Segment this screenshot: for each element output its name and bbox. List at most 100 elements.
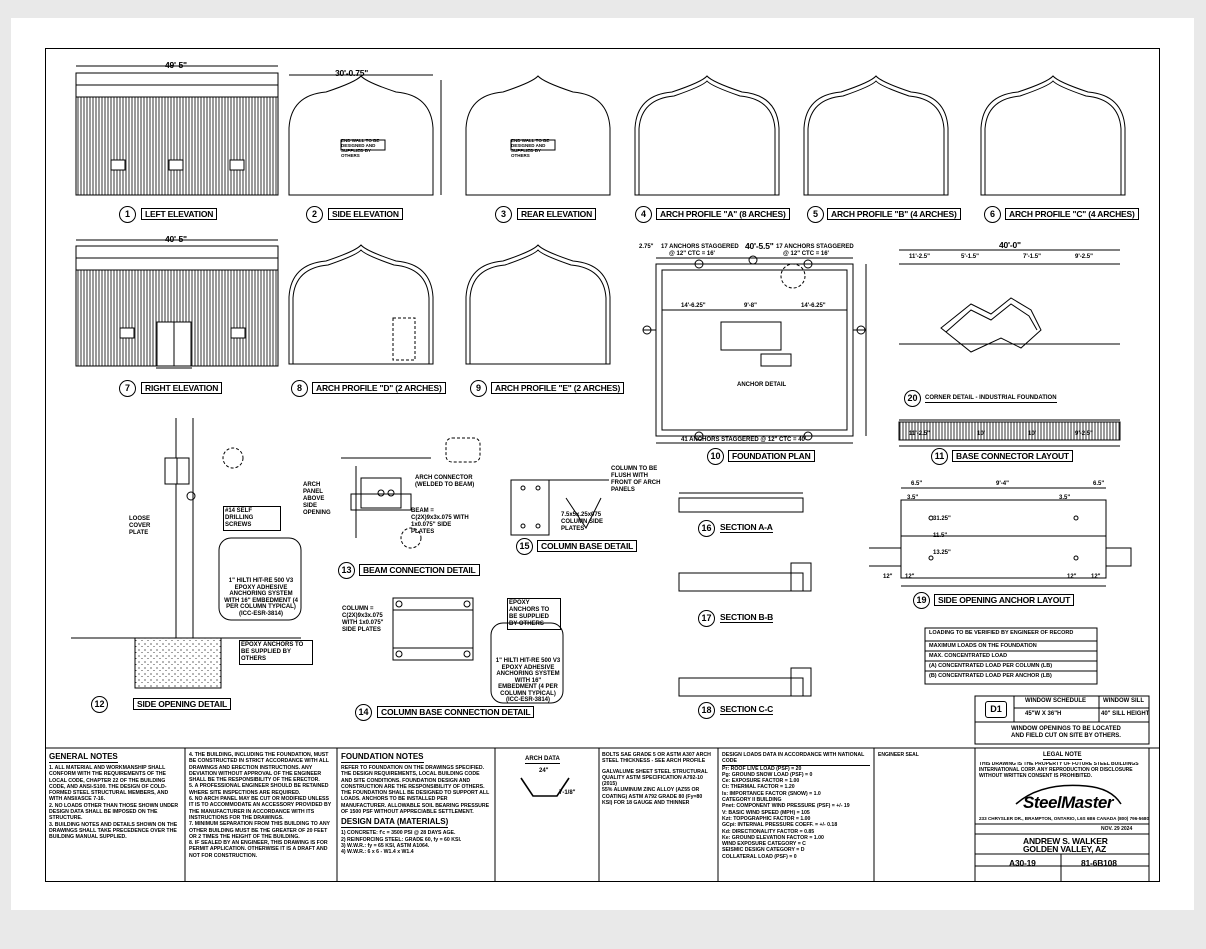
general-note-2: 2. NO LOADS OTHER THAN THOSE SHOWN UNDER… xyxy=(49,802,179,822)
anchor-table-r2: MAX. CONCENTRATED LOAD xyxy=(929,653,1008,659)
view-title-arch-profile-b: ARCH PROFILE "B" (4 ARCHES) xyxy=(827,208,961,220)
view-title-arch-profile-d: ARCH PROFILE "D" (2 ARCHES) xyxy=(312,382,446,394)
customer-location: GOLDEN VALLEY, AZ xyxy=(1023,844,1107,854)
load-9: Kzt: TOPOGRAPHIC FACTOR = 1.00 xyxy=(722,815,811,822)
drawing-sheet: 49'-5" 30'-0.75" 40'-5" 40'-5.5" 40'-0" … xyxy=(11,18,1194,910)
foundation-edge: 2.75" xyxy=(639,244,654,250)
load-14: SEISMIC DESIGN CATEGORY = D xyxy=(722,847,805,854)
view-number-10: 10 xyxy=(707,448,724,465)
view-title-beam-connection-detail: BEAM CONNECTION DETAIL xyxy=(359,564,480,576)
view-title-section-b: SECTION B-B xyxy=(720,612,774,623)
callout-column-flush: COLUMN TO BE FLUSH WITH FRONT OF ARCH PA… xyxy=(611,466,661,493)
window-size: 45"W X 36"H xyxy=(1025,711,1062,717)
bc-bottom-3: 10' xyxy=(1028,431,1037,437)
callout-beam: BEAM = C(2X)9x3x.075 WITH 1x0.075" SIDE … xyxy=(411,508,469,535)
window-note: WINDOW OPENINGS TO BE LOCATED AND FIELD … xyxy=(1011,726,1121,739)
view-number-6: 6 xyxy=(984,206,1001,223)
soa-d2: 6.5" xyxy=(1093,481,1105,487)
view-title-corner-detail: CORNER DETAIL - INDUSTRIAL FOUNDATION xyxy=(925,395,1057,403)
load-4: Ct: THERMAL FACTOR = 1.20 xyxy=(722,784,795,791)
view-number-14: 14 xyxy=(355,704,372,721)
view-number-16: 16 xyxy=(698,520,715,537)
soa-e3: 12" xyxy=(1067,574,1077,580)
steel-notes-galv: GALVALUME SHEET STEEL STRUCTURAL QUALITY… xyxy=(602,768,708,788)
view-title-side-opening-anchor: SIDE OPENING ANCHOR LAYOUT xyxy=(934,594,1075,606)
general-note-7: 7. MINIMUM SEPARATION FROM THIS BUILDING… xyxy=(189,821,330,840)
load-3: Ce: EXPOSURE FACTOR = 1.00 xyxy=(722,778,800,785)
anchors-top-right-spacing: @ 12" CTC = 16' xyxy=(783,251,829,257)
soa-d4: 3.5" xyxy=(1059,495,1071,501)
callout-end-wall-2: END WALL TO BE DESIGNED AND SUPPLIED BY … xyxy=(511,138,550,158)
view-number-18: 18 xyxy=(698,702,715,719)
anchors-top-right: 17 ANCHORS STAGGERED xyxy=(776,244,854,250)
view-number-13: 13 xyxy=(338,562,355,579)
anchors-top-left: 17 ANCHORS STAGGERED xyxy=(661,244,739,250)
load-7: Pnet: COMPONENT WIND PRESSURE (PSF) = +/… xyxy=(722,803,850,810)
legal-note-text: THIS DRAWING IS THE PROPERTY OF FUTURE S… xyxy=(979,762,1139,779)
design-data-title: DESIGN DATA (MATERIALS) xyxy=(341,817,449,829)
load-10: GCpi: INTERNAL PRESSURE COEFF. = +/- 0.1… xyxy=(722,822,838,829)
view-title-side-elevation: SIDE ELEVATION xyxy=(328,208,403,220)
view-number-7: 7 xyxy=(119,380,136,397)
view-number-15: 15 xyxy=(516,538,533,555)
view-title-arch-profile-c: ARCH PROFILE "C" (4 ARCHES) xyxy=(1005,208,1139,220)
anchor-detail-label: ANCHOR DETAIL xyxy=(737,382,787,388)
design-data-4: 4) W.W.R.: 6 x 6 - W1.4 x W1.4 xyxy=(341,849,414,856)
steel-notes: BOLTS SAE GRADE 5 OR ASTM A307 ARCH STEE… xyxy=(602,752,714,878)
callout-end-wall: END WALL TO BE DESIGNED AND SUPPLIED BY … xyxy=(341,138,380,158)
general-notes-continued: 4. THE BUILDING, INCLUDING THE FOUNDATIO… xyxy=(189,752,333,878)
soa-e4: 12" xyxy=(1091,574,1101,580)
drawing-frame xyxy=(45,48,1160,882)
callout-column: COLUMN = C(2X)9x3x.075 WITH 1x0.075" SID… xyxy=(342,606,384,633)
view-number-5: 5 xyxy=(807,206,824,223)
bc-dim-4: 9'-2.5" xyxy=(1075,254,1093,260)
drawing-date: NOV. 29 2024 xyxy=(1101,826,1133,832)
window-schedule-header: WINDOW SCHEDULE xyxy=(1025,698,1086,704)
general-notes: GENERAL NOTES 1. ALL MATERIAL AND WORKMA… xyxy=(49,752,181,878)
foundation-notes-title: FOUNDATION NOTES xyxy=(341,752,424,763)
general-notes-title: GENERAL NOTES xyxy=(49,752,118,763)
model-number: A30-19 xyxy=(1009,858,1036,868)
callout-arch-panel: ARCH PANEL ABOVE SIDE OPENING xyxy=(303,482,331,516)
bc-dim-3: 7'-1.5" xyxy=(1023,254,1041,260)
callout-epoxy-by-others: EPOXY ANCHORS TO BE SUPPLIED BY OTHERS xyxy=(239,640,313,665)
load-11: Kd: DIRECTIONALITY FACTOR = 0.85 xyxy=(722,828,815,835)
view-title-arch-profile-e: ARCH PROFILE "E" (2 ARCHES) xyxy=(491,382,625,394)
view-number-3: 3 xyxy=(495,206,512,223)
company-address: 233 CHRYSLER DR., BRAMPTON, ONTARIO, L6S… xyxy=(979,816,1150,821)
engineer-seal-label: ENGINEER SEAL xyxy=(878,752,919,758)
anchor-table-title: LOADING TO BE VERIFIED BY ENGINEER OF RE… xyxy=(929,630,1074,636)
anchors-top-left-spacing: @ 12" CTC = 16' xyxy=(669,251,715,257)
foundation-dim-left: 14'-6.25" xyxy=(681,303,706,309)
bc-bottom-1: 11'-2.5" xyxy=(909,431,930,437)
bc-dim-2: 5'-1.5" xyxy=(961,254,979,260)
soa-e2: 12" xyxy=(905,574,915,580)
left-elevation-width: 49'-5" xyxy=(165,60,187,70)
bc-dim-1: 11'-2.5" xyxy=(909,254,930,260)
view-title-base-connector-layout: BASE CONNECTOR LAYOUT xyxy=(952,450,1073,462)
design-data-2: 2) REINFORCING STEEL: GRADE 60, fy = 60 … xyxy=(341,836,462,843)
anchor-table-r3: (A) CONCENTRATED LOAD PER COLUMN (LB) xyxy=(929,663,1053,669)
view-title-side-opening-detail: SIDE OPENING DETAIL xyxy=(133,698,232,710)
callout-column-plates: 7.5x5x.25x075 COLUMN SIDE PLATES xyxy=(561,512,603,532)
load-1: Pr: ROOF LIVE LOAD (PSF) = 20 xyxy=(722,765,802,772)
soa-width: 9'-4" xyxy=(996,481,1009,487)
callout-self-drill: #14 SELF DRILLING SCREWS xyxy=(223,506,281,531)
base-connector-width: 40'-0" xyxy=(999,240,1021,250)
legal-note-title: LEGAL NOTE xyxy=(1043,752,1082,760)
drawing-number: 81-6B108 xyxy=(1081,858,1117,868)
arch-data-depth: 7-1/8" xyxy=(559,790,576,796)
view-title-column-base-detail: COLUMN BASE DETAIL xyxy=(537,540,638,552)
load-12: Ke: GROUND ELEVATION FACTOR = 1.00 xyxy=(722,834,824,841)
general-note-5: 5. A PROFESSIONAL ENGINEER SHOULD BE RET… xyxy=(189,783,329,796)
soa-e1: 12" xyxy=(883,574,893,580)
view-number-9: 9 xyxy=(470,380,487,397)
view-number-2: 2 xyxy=(306,206,323,223)
side-elevation-width: 30'-0.75" xyxy=(335,68,369,78)
view-title-section-c: SECTION C-C xyxy=(720,704,774,715)
general-note-3: 3. BUILDING NOTES AND DETAILS SHOWN ON T… xyxy=(49,821,178,841)
view-number-19: 19 xyxy=(913,592,930,609)
view-title-left-elevation: LEFT ELEVATION xyxy=(141,208,218,220)
callout-hilti-1: 1" HILTI HIT-RE 500 V3 EPOXY ADHESIVE AN… xyxy=(224,578,298,617)
soa-c: 13.25" xyxy=(933,550,951,556)
